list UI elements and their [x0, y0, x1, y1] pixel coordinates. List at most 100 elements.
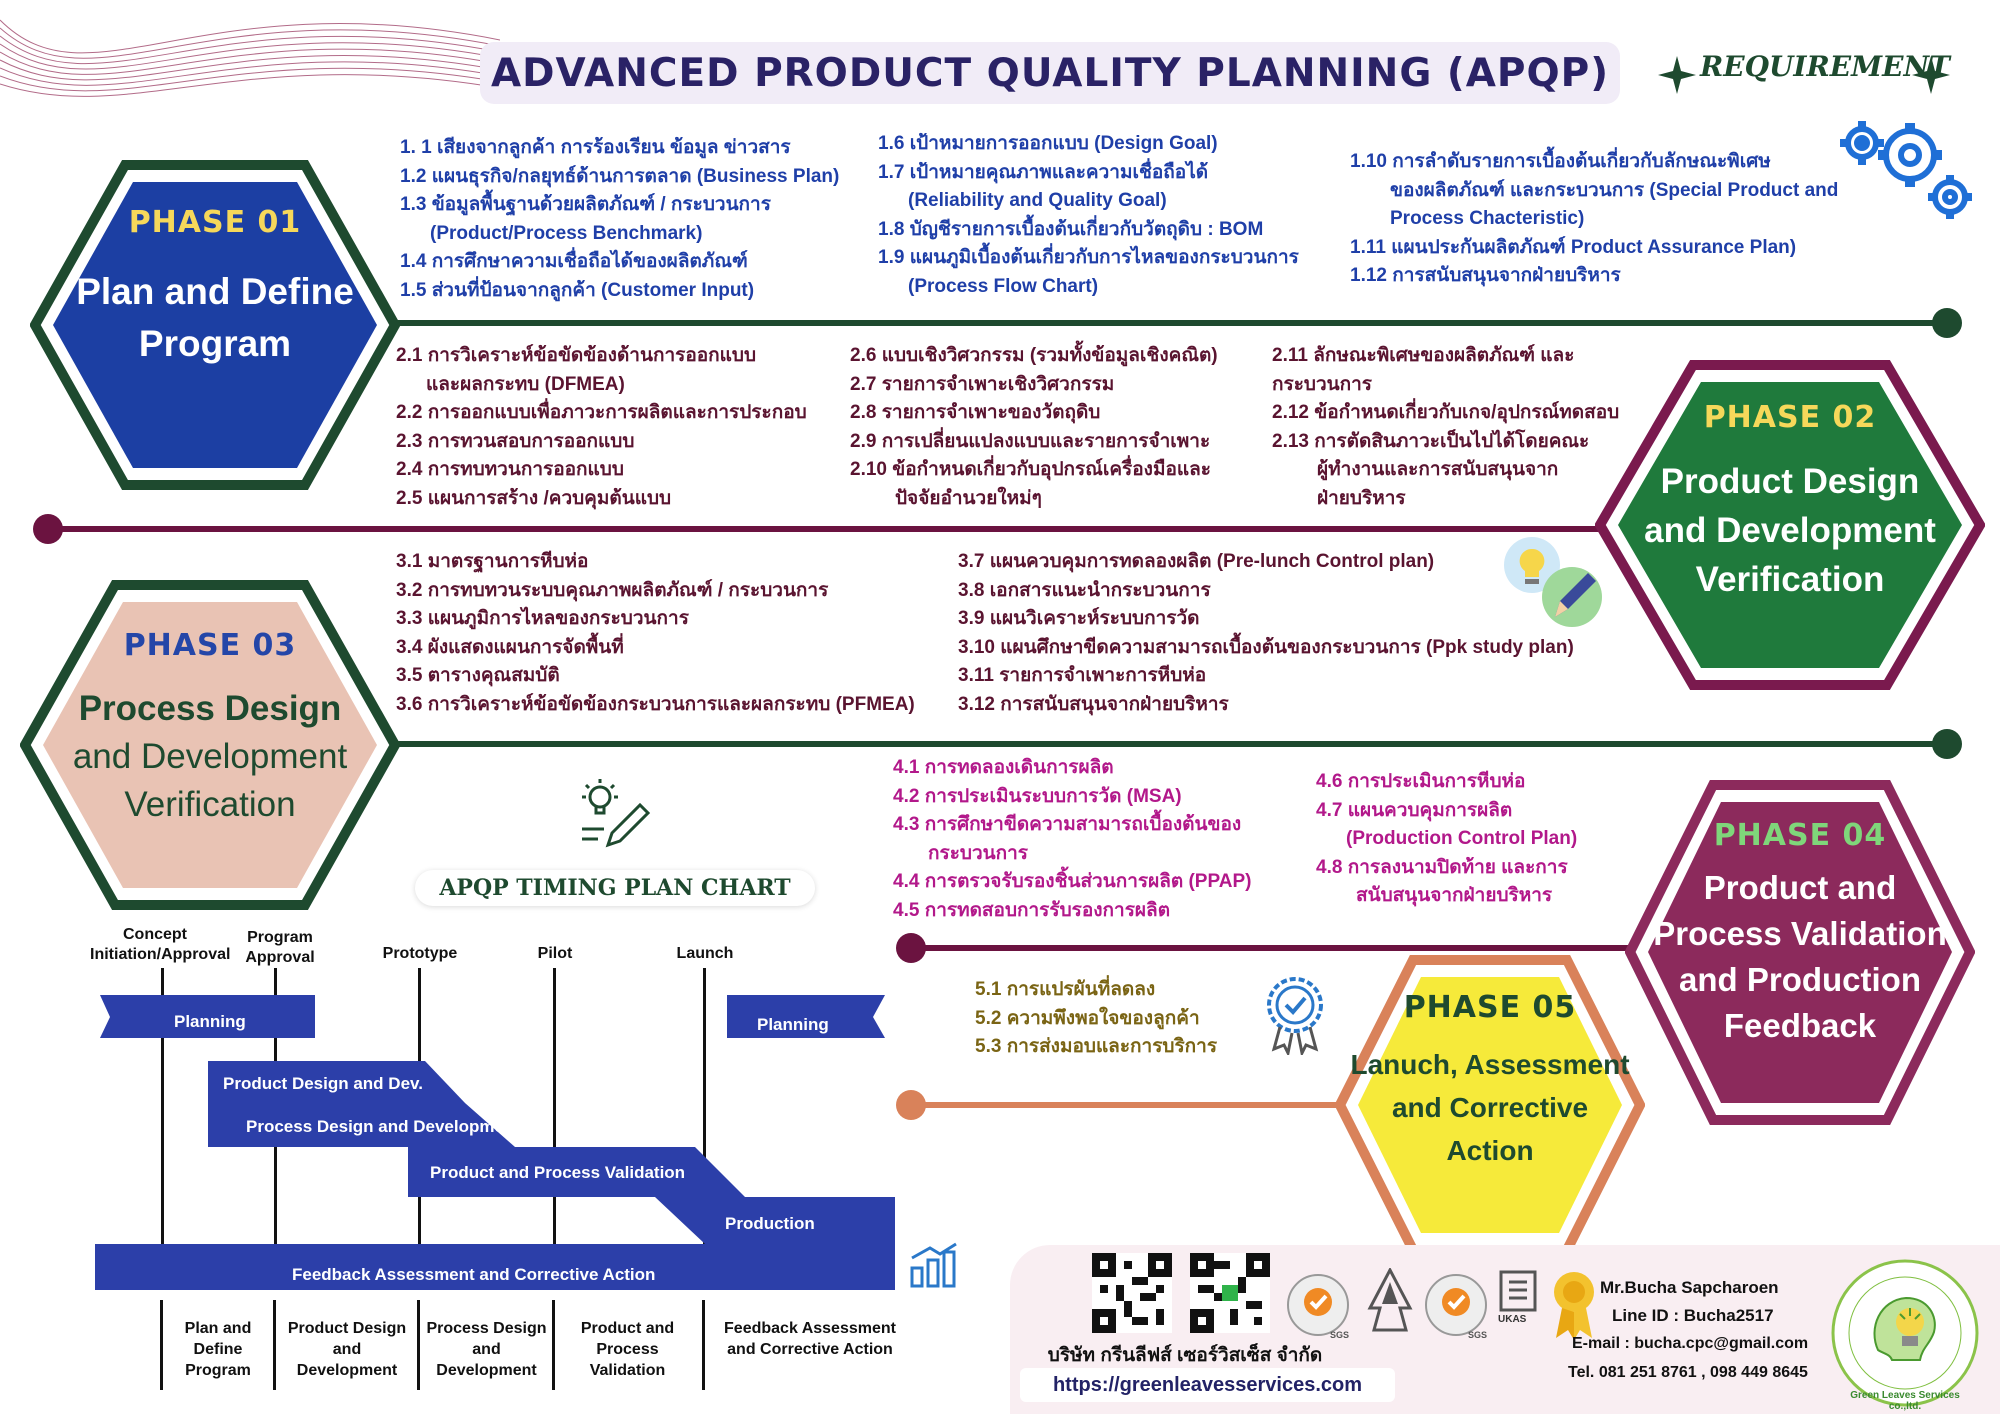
- website-link[interactable]: https://greenleavesservices.com: [1020, 1368, 1395, 1402]
- phase3-tag: PHASE 03: [123, 628, 297, 663]
- phase4-name-line: and Production: [1679, 961, 1921, 998]
- list-item: 3.4 ผังแสดงแผนการจัดพื้นที่: [396, 636, 624, 658]
- list-item: 1.3 ข้อมูลพื้นฐานด้วยผลิตภัณฑ์ / กระบวนก…: [400, 194, 771, 215]
- sgs-label: SGS: [1468, 1330, 1488, 1340]
- sgs-cert-icon: [1425, 1274, 1487, 1336]
- idea-pencil-icon: [1504, 537, 1602, 627]
- list-item: 2.6 แบบเชิงวิศวกรรม (รวมทั้งข้อมูลเชิงคณ…: [850, 345, 1218, 366]
- milestone-program-approval: Program Approval: [245, 929, 315, 966]
- phase2-name-line: and Development: [1644, 511, 1936, 550]
- list-item: 2.1 การวิเคราะห์ข้อขัดข้องด้านการออกแบบ: [396, 345, 757, 366]
- gantt-footer-divider: [160, 1300, 163, 1390]
- list-item: 2.8 รายการจำเพาะของวัตถุดิบ: [850, 402, 1101, 423]
- phase1-items-col3: 1.10 การลำดับรายการเบื้องต้นเกี่ยวกับลัก…: [1350, 148, 1838, 291]
- list-item: 2.4 การทบทวนการออกแบบ: [396, 459, 624, 480]
- phase3-hexagon: [20, 580, 400, 910]
- gantt-bar-shapes: [95, 995, 895, 1290]
- green-leaves-logo: [1831, 1259, 1979, 1407]
- list-item: กระบวนการ: [1272, 373, 1373, 395]
- sgs-label: SGS: [1330, 1330, 1350, 1340]
- ukas-label: UKAS: [1498, 1314, 1527, 1325]
- phase4-hexagon: [1625, 780, 1975, 1125]
- gantt-footer-divider: [702, 1300, 705, 1390]
- title-banner: ADVANCED PRODUCT QUALITY PLANNING (APQP): [480, 42, 1620, 104]
- phase3-end-dot: [1932, 729, 1962, 759]
- phase4-name-line: Feedback: [1723, 1007, 1877, 1044]
- list-item: 1.11 แผนประกันผลิตภัณฑ์ Product Assuranc…: [1350, 236, 1797, 258]
- phase5-name-line: and Corrective: [1391, 1092, 1589, 1123]
- list-item: 2.11 ลักษณะพิเศษของผลิตภัณฑ์ และ: [1272, 345, 1575, 366]
- phase1-name-line: Program: [138, 323, 292, 364]
- contact-name: Mr.Bucha Sapcharoen: [1600, 1278, 1779, 1297]
- list-item: 3.6 การวิเคราะห์ข้อขัดข้องกระบวนการและผล…: [396, 693, 915, 715]
- qr-code-website: [1092, 1253, 1172, 1333]
- list-item: ของผลิตภัณฑ์ และกระบวนการ (Special Produ…: [1390, 179, 1839, 201]
- milestone-line: [553, 968, 556, 1258]
- list-item: 2.5 แผนการสร้าง /ควบคุมต้นแบบ: [396, 487, 672, 509]
- milestone-launch: Launch: [676, 945, 734, 962]
- phase3-timeline: [360, 741, 1945, 747]
- list-item: 1.9 แผนภูมิเบื้องต้นเกี่ยวกับการไหลของกร…: [878, 247, 1299, 268]
- timing-chart-title: APQP TIMING PLAN CHART: [415, 870, 815, 906]
- ukas-cert-icon: [1499, 1270, 1537, 1312]
- list-item: 4.4 การตรวจรับรองชิ้นส่วนการผลิต (PPAP): [893, 871, 1252, 892]
- gantt-footer-label: Product and Process Validation: [580, 1320, 675, 1379]
- list-item: 1.8 บัญชีรายการเบื้องต้นเกี่ยวกับวัตถุดิ…: [878, 218, 1264, 240]
- phase4-name-line: Product and: [1703, 869, 1897, 906]
- phase3-name-line: and Development: [72, 737, 348, 776]
- list-item: 1.10 การลำดับรายการเบื้องต้นเกี่ยวกับลัก…: [1350, 151, 1771, 172]
- requirement-label: REQUIREMENT: [1700, 50, 1950, 83]
- phase1-timeline: [200, 320, 1945, 326]
- list-item: 3.8 เอกสารแนะนำกระบวนการ: [958, 579, 1211, 601]
- phase2-items-col2: 2.6 แบบเชิงวิศวกรรม (รวมทั้งข้อมูลเชิงคณ…: [850, 342, 1218, 513]
- list-item: 1. 1 เสียงจากลูกค้า การร้องเรียน ข้อมูล …: [400, 137, 791, 158]
- verified-badge-icon: [1267, 977, 1323, 1055]
- list-item: 4.6 การประเมินการหีบห่อ: [1316, 771, 1526, 792]
- list-item: Process Chacteristic): [1390, 208, 1585, 229]
- phase1-label-block: PHASE 01 Plan and Define Program: [60, 205, 370, 370]
- list-item: 2.12 ข้อกำหนดเกี่ยวกับเกจ/อุปกรณ์ทดสอบ: [1272, 402, 1620, 423]
- list-item: ฝ่ายบริหาร: [1317, 487, 1406, 509]
- list-item: 3.10 แผนศึกษาขีดความสามารถเบื้องต้นของกร…: [958, 636, 1574, 658]
- contact-email[interactable]: E-mail : bucha.cpc@gmail.com: [1572, 1335, 1809, 1352]
- list-item: 4.2 การประเมินระบบการวัด (MSA): [893, 785, 1182, 807]
- list-item: (Reliability and Quality Goal): [908, 190, 1167, 211]
- phase3-name-line: Verification: [124, 785, 296, 824]
- list-item: 3.11 รายการจำเพาะการหีบห่อ: [958, 665, 1207, 686]
- phase4-name-line: Process Validation: [1653, 915, 1947, 952]
- phase1-end-dot: [1932, 308, 1962, 338]
- list-item: 3.2 การทบทวนระบบคุณภาพผลิตภัณฑ์ / กระบวน…: [396, 579, 829, 601]
- phase3-items-col2: 3.7 แผนควบคุมการทดลองผลิต (Pre-lunch Con…: [958, 548, 1574, 719]
- list-item: 3.3 แผนภูมิการไหลของกระบวนการ: [396, 608, 689, 629]
- phase5-hexagon: [1335, 955, 1645, 1255]
- milestone-prototype: Prototype: [382, 945, 458, 962]
- phase2-name-line: Product Design: [1660, 462, 1920, 501]
- gantt-bar-production: Production: [725, 1214, 815, 1233]
- contact-line-id: Line ID : Bucha2517: [1612, 1306, 1774, 1325]
- phase1-tag: PHASE 01: [128, 205, 302, 240]
- phase1-hexagon: [30, 160, 400, 490]
- phase4-items-col2: 4.6 การประเมินการหีบห่อ 4.7 แผนควบคุมการ…: [1316, 768, 1577, 911]
- idea-sketch-icon: [582, 779, 651, 848]
- list-item: 1.5 ส่วนที่ป้อนจากลูกค้า (Customer Input…: [400, 279, 755, 301]
- phase5-tag: PHASE 05: [1403, 990, 1577, 1025]
- list-item: 1.12 การสนับสนุนจากฝ่ายบริหาร: [1350, 265, 1621, 286]
- list-item: 5.1 การแปรผันที่ลดลง: [975, 979, 1156, 1000]
- list-item: 4.1 การทดลองเดินการผลิต: [893, 757, 1114, 778]
- gantt-bar-process-design: Process Design and Development: [246, 1117, 520, 1136]
- phase3-label-block: PHASE 03 Process Design and Development …: [55, 628, 365, 829]
- phase2-items-col1: 2.1 การวิเคราะห์ข้อขัดข้องด้านการออกแบบ …: [396, 342, 807, 513]
- gantt-footer-label: Plan and Define Program: [184, 1320, 252, 1379]
- list-item: 2.2 การออกแบบเพื่อภาวะการผลิตและการประกอ…: [396, 402, 807, 423]
- phase4-tag: PHASE 04: [1713, 818, 1887, 853]
- phase4-timeline: [910, 945, 1670, 951]
- qr-code-line: [1190, 1253, 1270, 1333]
- sgs-cert-icon: [1287, 1274, 1349, 1336]
- gantt-footer-divider: [552, 1300, 555, 1390]
- phase2-items-col3: 2.11 ลักษณะพิเศษของผลิตภัณฑ์ และ กระบวนก…: [1272, 342, 1619, 513]
- list-item: 1.6 เป้าหมายการออกแบบ (Design Goal): [878, 133, 1218, 154]
- gears-icon: [1840, 121, 1972, 219]
- gantt-footer-label: Process Design and Development: [426, 1320, 547, 1379]
- page-title: ADVANCED PRODUCT QUALITY PLANNING (APQP): [490, 50, 1610, 96]
- milestone-pilot: Pilot: [537, 945, 573, 962]
